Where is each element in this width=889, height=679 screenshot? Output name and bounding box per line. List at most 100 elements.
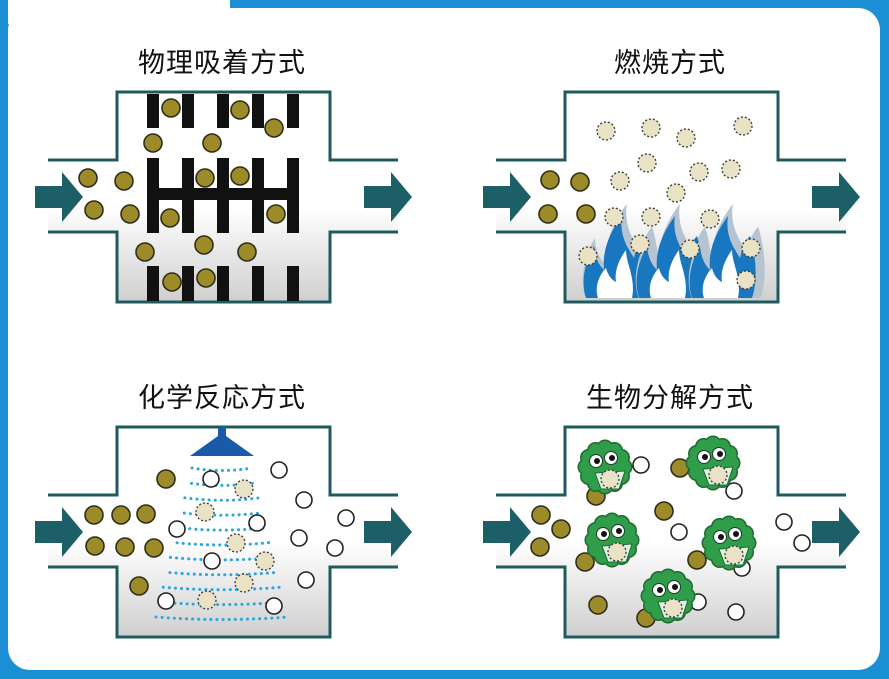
clean-air-particle xyxy=(727,603,745,621)
odor-particle xyxy=(230,100,250,120)
decomposed-odor-particle xyxy=(724,545,744,565)
odor-particle xyxy=(551,519,571,539)
odor-particle xyxy=(160,208,180,228)
decomposed-odor-particle xyxy=(700,209,720,229)
decomposed-odor-particle xyxy=(234,573,254,593)
clean-air-particle xyxy=(202,470,220,488)
odor-particle xyxy=(195,168,215,188)
decomposed-odor-particle xyxy=(641,207,661,227)
odor-particle xyxy=(576,204,596,224)
activated-carbon-filter-icon xyxy=(147,94,299,301)
shower-head-icon xyxy=(190,427,254,456)
odor-particle xyxy=(85,536,105,556)
panel-title: 生物分解方式 xyxy=(586,383,754,414)
microbe-icon xyxy=(685,435,741,491)
filter-bar xyxy=(217,266,229,301)
filter-bar xyxy=(287,94,299,128)
inlet-arrow-icon xyxy=(483,507,531,557)
decomposed-odor-particle xyxy=(195,502,215,522)
odor-particle xyxy=(135,242,155,262)
clean-air-particle xyxy=(670,523,688,541)
filter-bar xyxy=(182,94,194,128)
decomposed-odor-particle xyxy=(610,171,630,191)
microbe-icon xyxy=(701,515,757,571)
odor-particle xyxy=(161,98,181,118)
panel-combustion: 燃焼方式 xyxy=(483,48,860,304)
decomposed-odor-particle xyxy=(676,128,696,148)
odor-particle xyxy=(144,538,164,558)
filter-bar xyxy=(287,266,299,301)
odor-particle xyxy=(264,118,284,138)
decomposed-odor-particle xyxy=(708,465,728,485)
clean-air-particle xyxy=(793,534,811,552)
filter-bar xyxy=(252,94,264,128)
clean-air-particle xyxy=(265,597,283,615)
decomposed-odor-particle xyxy=(733,116,753,136)
odor-particle xyxy=(588,595,608,615)
odor-particle xyxy=(531,505,551,525)
odor-particle xyxy=(162,272,182,292)
decomposed-odor-particle xyxy=(255,551,275,571)
panel-title: 燃焼方式 xyxy=(614,48,726,79)
clean-air-particle xyxy=(725,482,743,500)
decomposed-odor-particle xyxy=(637,153,657,173)
decomposed-odor-particle xyxy=(741,238,761,258)
decomposed-odor-particle xyxy=(663,598,683,618)
decomposed-odor-particle xyxy=(680,239,700,259)
clean-air-particle xyxy=(157,592,175,610)
odor-particle xyxy=(136,504,156,524)
panel-biodegradation: 生物分解方式 xyxy=(483,383,860,639)
decomposed-odor-particle xyxy=(736,270,756,290)
clean-air-particle xyxy=(248,514,266,532)
decomposed-odor-particle xyxy=(641,118,661,138)
odor-particle xyxy=(194,235,214,255)
odor-particle xyxy=(84,200,104,220)
panel-title: 化学反応方式 xyxy=(138,383,306,414)
microbe-icon xyxy=(584,512,640,568)
decomposed-odor-particle xyxy=(234,479,254,499)
decomposed-odor-particle xyxy=(226,533,246,553)
odor-particle xyxy=(575,552,595,572)
frame-top-tab xyxy=(8,0,230,24)
outlet-arrow-icon xyxy=(812,172,860,222)
inlet-arrow-icon xyxy=(35,172,83,222)
outlet-arrow-icon xyxy=(812,507,860,557)
decomposed-odor-particle xyxy=(578,246,598,266)
odor-particle xyxy=(687,550,707,570)
odor-particle xyxy=(538,204,558,224)
decomposed-odor-particle xyxy=(689,162,709,182)
panel-chemical-reaction: 化学反応方式 xyxy=(35,383,412,639)
clean-air-particle xyxy=(168,520,186,538)
decomposed-odor-particle xyxy=(607,542,627,562)
clean-air-particle xyxy=(297,571,315,589)
decomposed-odor-particle xyxy=(721,159,741,179)
clean-air-particle xyxy=(632,456,650,474)
decomposed-odor-particle xyxy=(630,234,650,254)
panel-physical-adsorption: 物理吸着方式 xyxy=(35,48,412,304)
odor-particle xyxy=(530,537,550,557)
decomposed-odor-particle xyxy=(604,207,624,227)
outlet-arrow-icon xyxy=(364,172,412,222)
inlet-arrow-icon xyxy=(483,172,531,222)
clean-air-particle xyxy=(270,461,288,479)
odor-particle xyxy=(156,469,176,489)
filter-bar xyxy=(147,94,159,128)
chamber-outline xyxy=(496,425,846,639)
filter-bar xyxy=(252,266,264,301)
odor-particle xyxy=(111,505,131,525)
filter-bar xyxy=(147,266,159,301)
decomposed-odor-particle xyxy=(197,590,217,610)
clean-air-particle xyxy=(326,539,344,557)
chamber-outline xyxy=(496,90,846,304)
inlet-arrow-icon xyxy=(35,507,83,557)
decomposed-odor-particle xyxy=(666,183,686,203)
decomposed-odor-particle xyxy=(600,469,620,489)
odor-particle xyxy=(266,204,286,224)
odor-particle xyxy=(202,133,222,153)
odor-particle xyxy=(570,172,590,192)
outlet-arrow-icon xyxy=(364,507,412,557)
odor-particle xyxy=(237,242,257,262)
microbe-icon xyxy=(577,439,633,495)
odor-particle xyxy=(230,166,250,186)
